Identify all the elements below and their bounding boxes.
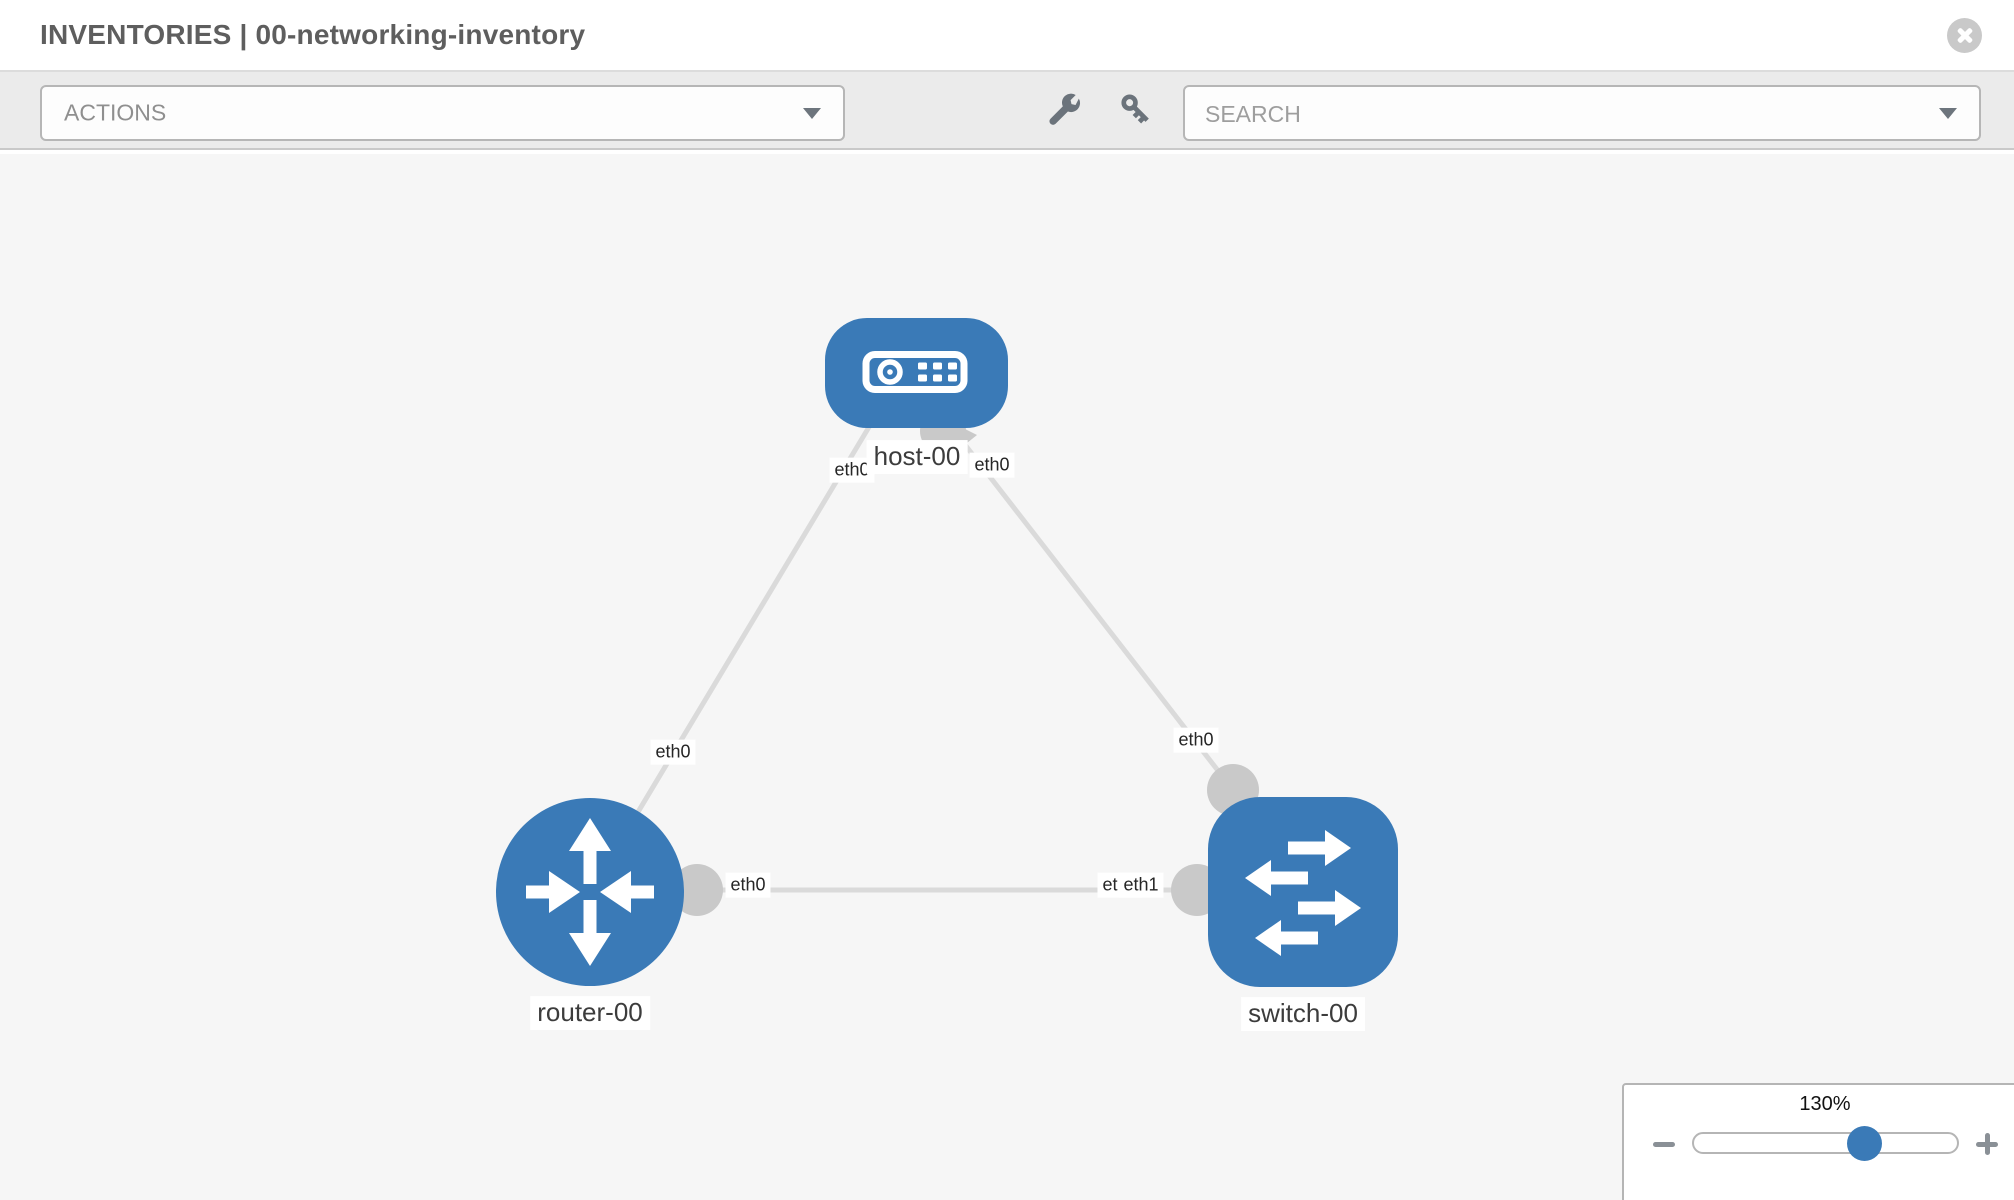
page-title: INVENTORIES | 00-networking-inventory xyxy=(40,19,586,50)
switch-arrows-icon xyxy=(1245,830,1361,956)
router-arrows-icon xyxy=(526,818,654,966)
plus-icon xyxy=(1984,1133,1990,1155)
zoom-in-button[interactable] xyxy=(1972,1129,2002,1159)
zoom-out-button[interactable] xyxy=(1649,1129,1679,1159)
interface-label: eth0 xyxy=(1173,727,1219,753)
node-label-switch: switch-00 xyxy=(1241,997,1365,1031)
node-label-router: router-00 xyxy=(530,996,650,1030)
interface-connector xyxy=(671,864,723,916)
search-input[interactable] xyxy=(1205,91,1905,137)
topology-canvas[interactable]: eth0 eth0 eth0 eth0 eth0 eth0 eth1 host-… xyxy=(0,154,2014,1200)
interface-label: eth0 xyxy=(969,452,1015,478)
close-button[interactable] xyxy=(1947,18,1982,53)
topology-graph xyxy=(496,318,1398,987)
actions-dropdown[interactable]: ACTIONS xyxy=(40,85,845,141)
caret-down-icon xyxy=(803,108,821,119)
zoom-level: 130% xyxy=(1799,1093,1851,1115)
interface-label: eth1 xyxy=(1118,872,1164,898)
interface-label: eth0 xyxy=(725,872,771,898)
key-icon xyxy=(1121,94,1149,124)
configure-button[interactable] xyxy=(1042,88,1086,132)
zoom-slider-thumb[interactable] xyxy=(1847,1126,1882,1161)
toolbar: ACTIONS xyxy=(0,72,2014,150)
zoom-slider-track[interactable] xyxy=(1692,1132,1959,1154)
minus-icon xyxy=(1653,1141,1675,1147)
credentials-button[interactable] xyxy=(1112,88,1156,132)
actions-dropdown-label: ACTIONS xyxy=(64,99,167,126)
interface-label: eth0 xyxy=(650,739,696,765)
wrench-icon xyxy=(1049,93,1081,125)
node-label-host: host-00 xyxy=(866,440,968,474)
zoom-panel: 130% xyxy=(1622,1083,2014,1200)
page-header: INVENTORIES | 00-networking-inventory xyxy=(0,0,2014,72)
close-icon xyxy=(1965,36,2000,71)
server-icon xyxy=(862,351,968,393)
node-host[interactable] xyxy=(825,318,1008,428)
node-router[interactable] xyxy=(496,798,684,986)
caret-down-icon xyxy=(1939,108,1957,119)
search-dropdown[interactable] xyxy=(1183,85,1981,141)
node-switch[interactable] xyxy=(1208,797,1398,987)
